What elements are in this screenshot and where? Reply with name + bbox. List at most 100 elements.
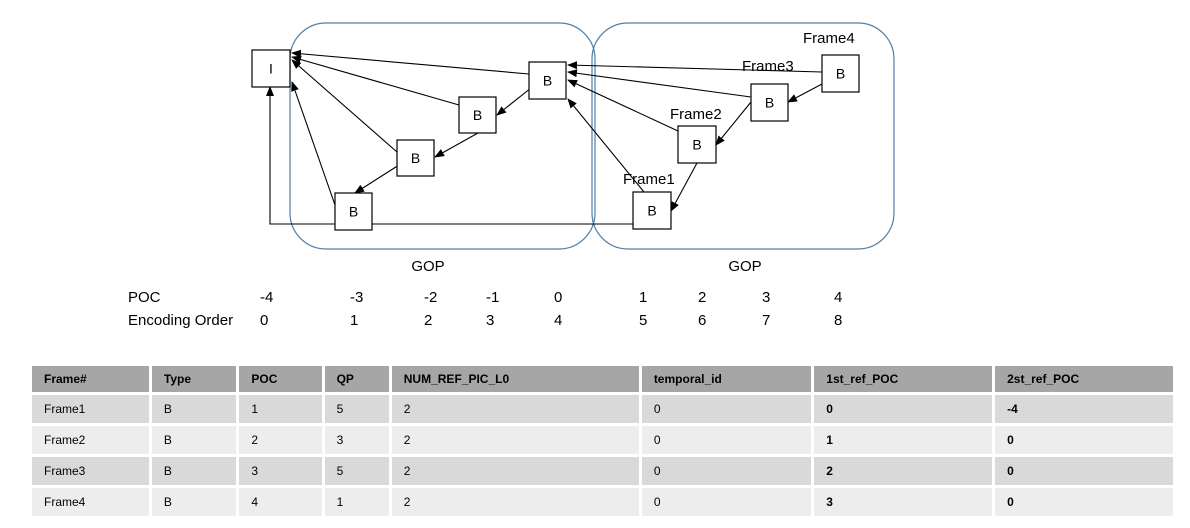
- frame-type-label: B: [349, 204, 358, 220]
- ref-arrow-bm2-to-bm3: [354, 164, 400, 194]
- ref-arrow-b1-to-b0: [567, 98, 645, 193]
- encoding-order-row-label: Encoding Order: [128, 312, 234, 329]
- ref-arrow-bm2-to-i: [291, 59, 398, 153]
- ref-arrow-bm1-to-i: [291, 55, 460, 106]
- ref-arrow-b3-to-b0: [567, 69, 752, 98]
- frame-type-label: B: [765, 95, 774, 111]
- poc-row-label: POC: [128, 289, 161, 306]
- ref-arrow-b0-to-bm1: [496, 87, 532, 116]
- frame-box-b3: [750, 83, 789, 122]
- frame-box-b4: [821, 54, 860, 93]
- frame-node-i: I: [251, 49, 291, 88]
- table-cell: 0: [641, 426, 815, 457]
- table-cell: B: [151, 457, 240, 488]
- table-cell: 2: [239, 426, 325, 457]
- ref-arrow-b4-to-b3: [787, 83, 823, 103]
- frame-type-label: B: [836, 66, 845, 82]
- ref-arrow-bm3-to-i: [291, 81, 336, 206]
- table-cell: 1: [814, 426, 996, 457]
- table-cell: 2: [391, 457, 642, 488]
- reference-arrows: [266, 49, 823, 225]
- frame-type-label: B: [543, 73, 552, 89]
- column-header-frame: Frame#: [32, 366, 152, 395]
- gop-label-1: GOP: [411, 258, 444, 275]
- table-cell: B: [151, 426, 240, 457]
- table-cell: 2: [814, 457, 996, 488]
- table-cell: 3: [324, 426, 392, 457]
- table-cell: 1: [324, 488, 392, 519]
- frame-type-label: B: [647, 203, 656, 219]
- encoding-order-value: 1: [350, 312, 359, 329]
- ref-arrow-b2-to-b1: [670, 162, 698, 212]
- encoding-order-value: 7: [762, 312, 771, 329]
- table-cell: Frame1: [32, 395, 152, 426]
- frame-box-b0: [528, 61, 567, 100]
- frame-box-b1: [632, 191, 672, 230]
- column-header-2st-ref-poc: 2st_ref_POC: [995, 366, 1176, 395]
- frame-type-label: I: [269, 61, 273, 77]
- gop-group-2: [591, 22, 895, 250]
- frame-caption-b3: Frame3: [742, 58, 794, 75]
- frame-caption-b2: Frame2: [670, 106, 722, 123]
- poc-value: -1: [486, 289, 500, 306]
- poc-value: 1: [639, 289, 648, 306]
- frame-node-bm3: B: [334, 192, 373, 231]
- column-header-num-ref-pic-l0: NUM_REF_PIC_L0: [391, 366, 642, 395]
- table-cell: 0: [995, 426, 1176, 457]
- frame-node-bm2: B: [396, 139, 435, 177]
- table-cell: 0: [641, 457, 815, 488]
- table-cell: -4: [995, 395, 1176, 426]
- frame-box-bm3: [334, 192, 373, 231]
- poc-value: -4: [260, 289, 274, 306]
- column-header-type: Type: [151, 366, 240, 395]
- table-cell: Frame3: [32, 457, 152, 488]
- table-cell: 2: [391, 488, 642, 519]
- poc-value: -3: [350, 289, 364, 306]
- table-cell: 5: [324, 395, 392, 426]
- frame-box-bm1: [458, 96, 497, 134]
- table-cell: 0: [995, 457, 1176, 488]
- poc-value: 0: [554, 289, 563, 306]
- table-cell: Frame2: [32, 426, 152, 457]
- table-cell: B: [151, 488, 240, 519]
- column-header-qp: QP: [324, 366, 392, 395]
- encoding-order-value: 8: [834, 312, 843, 329]
- table-cell: B: [151, 395, 240, 426]
- table-cell: 5: [324, 457, 392, 488]
- encoding-order-value: 5: [639, 312, 648, 329]
- frame-box-i: [251, 49, 291, 88]
- frame-box-bm2: [396, 139, 435, 177]
- poc-value: 3: [762, 289, 771, 306]
- gop-label-2: GOP: [728, 258, 761, 275]
- frame-type-label: B: [473, 107, 482, 123]
- frame-type-label: B: [411, 150, 420, 166]
- frame-caption-b1: Frame1: [623, 171, 675, 188]
- frame-node-b1: B Frame1: [623, 171, 675, 230]
- table-cell: 1: [239, 395, 325, 426]
- ref-arrow-bm1-to-bm2: [434, 132, 479, 158]
- encoding-order-value: 3: [486, 312, 495, 329]
- table-cell: Frame4: [32, 488, 152, 519]
- table-cell: 3: [239, 457, 325, 488]
- encoding-order-value: 4: [554, 312, 563, 329]
- ref-arrow-b2-to-b0: [567, 79, 679, 132]
- frame-node-bm1: B: [458, 96, 497, 134]
- table-cell: 2: [391, 426, 642, 457]
- frame-box-b2: [677, 125, 717, 164]
- table-cell: 0: [814, 395, 996, 426]
- frame-node-b0: B: [528, 61, 567, 100]
- encoding-order-value: 2: [424, 312, 433, 329]
- encoding-order-value: 0: [260, 312, 269, 329]
- gop-group-1: [289, 22, 596, 250]
- ref-arrow-b1-to-i: [266, 86, 633, 225]
- table-cell: 3: [814, 488, 996, 519]
